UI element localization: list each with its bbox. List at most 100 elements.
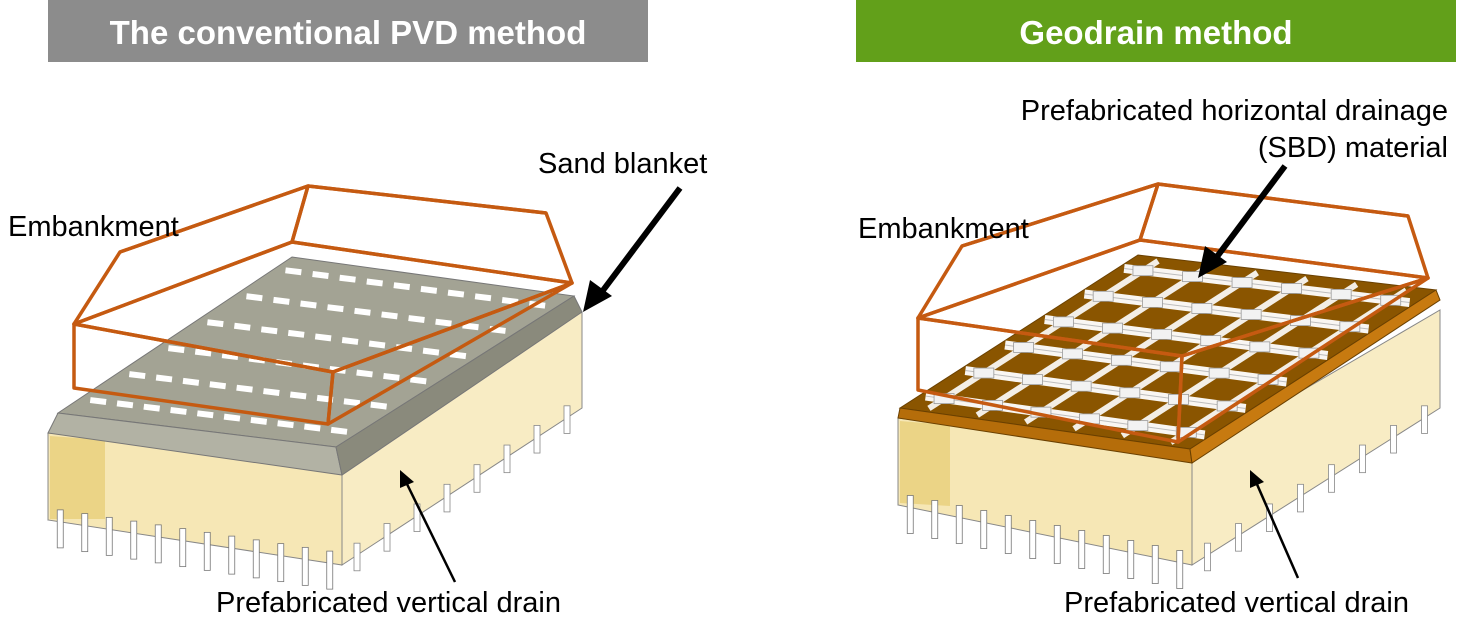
- horizontal-drainage-label-line2: (SBD) material: [1258, 132, 1448, 164]
- sbd-node: [1281, 283, 1303, 294]
- sbd-node: [1142, 296, 1163, 308]
- drain-top: [155, 374, 173, 383]
- drain-top: [327, 304, 344, 313]
- embankment-outline-left: [72, 184, 574, 426]
- soil-shade-r: [900, 421, 950, 506]
- vertical-drain: [931, 500, 939, 539]
- drain-top: [304, 423, 321, 432]
- drain-top: [447, 289, 465, 298]
- sbd-node: [1119, 387, 1141, 399]
- sbd-cross-strip: [975, 264, 1210, 418]
- vertical-drain: [980, 510, 988, 549]
- vertical-drain: [503, 444, 511, 474]
- drain-top: [366, 278, 383, 287]
- sbd-node: [1249, 341, 1271, 353]
- horizontal-drainage-label-line1: Prefabricated horizontal drainage: [1021, 95, 1448, 127]
- sbd-node: [1380, 294, 1402, 306]
- sbd-node: [1191, 303, 1213, 314]
- vertical-drain: [955, 505, 963, 544]
- vertical-drain: [130, 520, 138, 560]
- sbd-strip-edge: [1124, 267, 1410, 304]
- vertical-drains-left: [56, 405, 571, 590]
- vertical-drain: [326, 550, 334, 590]
- right-title: Geodrain method: [1019, 14, 1292, 51]
- vertical-drain: [154, 524, 162, 564]
- vertical-drain: [1102, 535, 1110, 574]
- sand-blanket-label: Sand blanket: [538, 148, 707, 180]
- sbd-node: [1159, 361, 1181, 373]
- drain-top: [370, 401, 388, 410]
- sbd-node: [1052, 316, 1074, 328]
- sbd-strip-edge: [965, 370, 1246, 409]
- sand-blanket-arrowhead: [583, 280, 612, 312]
- sbd-node: [1092, 290, 1114, 302]
- vertical-drain: [301, 546, 309, 586]
- sbd-node: [1330, 288, 1352, 300]
- drain-top: [339, 274, 356, 283]
- vertical-drain: [203, 531, 211, 571]
- vertical-drain: [81, 513, 89, 553]
- vertical-drain: [563, 405, 571, 434]
- drain-top: [393, 282, 411, 291]
- left-title: The conventional PVD method: [110, 14, 587, 51]
- sbd-node: [1240, 309, 1262, 320]
- drain-top: [312, 271, 329, 279]
- sbd-node: [1132, 265, 1154, 277]
- drain-top: [435, 318, 452, 327]
- vertical-drain: [1359, 444, 1366, 474]
- drain-top: [260, 326, 278, 335]
- sbd-node: [1151, 328, 1173, 340]
- horizontal-drainage-arrowhead: [1198, 246, 1227, 278]
- drain-top: [207, 319, 224, 328]
- vertical-drain: [1078, 530, 1086, 569]
- sbd-node: [1231, 277, 1253, 288]
- sbd-node: [1110, 354, 1132, 366]
- geodrain-model: [897, 182, 1441, 589]
- sbd-node: [1102, 322, 1123, 334]
- vertical-drain: [1297, 483, 1304, 513]
- drain-top: [383, 372, 400, 381]
- drain-top: [167, 345, 185, 354]
- left-drain-pointer: [404, 481, 457, 583]
- vertical-drain: [533, 425, 541, 454]
- pvd-model: [47, 184, 583, 590]
- sbd-cross-strip: [1120, 281, 1359, 439]
- drain-top: [116, 400, 134, 409]
- sbd-node: [1208, 367, 1230, 379]
- drain-top: [250, 416, 268, 425]
- sand-blanket-arrow: [595, 186, 683, 299]
- sand-blanket-side-edge: [335, 295, 583, 476]
- vertical-drain: [105, 516, 113, 556]
- drain-top: [223, 413, 241, 422]
- drain-top: [354, 307, 371, 316]
- drain-top: [196, 410, 214, 419]
- right-drain-pointer: [1254, 481, 1300, 579]
- drain-top: [236, 384, 253, 393]
- left-vertical-drain-label: Prefabricated vertical drain: [216, 587, 561, 619]
- sbd-node: [973, 367, 995, 379]
- drain-top: [368, 340, 386, 349]
- geodrain-mat-side-edge: [1189, 289, 1441, 464]
- drain-top: [474, 293, 492, 302]
- soil-shade: [50, 436, 105, 519]
- drain-top: [285, 267, 302, 276]
- vertical-drain: [1004, 515, 1012, 554]
- vertical-drains-right: [906, 405, 1428, 589]
- vertical-drain: [353, 542, 361, 572]
- vertical-drain: [1127, 540, 1135, 579]
- vertical-drain: [56, 509, 64, 549]
- drain-top: [300, 300, 317, 309]
- sbd-strip-edge: [1084, 293, 1369, 330]
- drain-top: [143, 403, 161, 412]
- drain-top: [330, 426, 348, 435]
- vertical-drain: [228, 535, 236, 575]
- drain-top: [408, 315, 425, 323]
- drain-top: [277, 420, 294, 429]
- drain-top: [314, 333, 332, 342]
- drain-top: [170, 407, 187, 415]
- drain-top: [287, 329, 305, 338]
- drain-top: [233, 322, 251, 331]
- sbd-node: [1339, 321, 1361, 333]
- sbd-node: [1022, 374, 1043, 386]
- sbd-strip-edge: [1004, 344, 1287, 383]
